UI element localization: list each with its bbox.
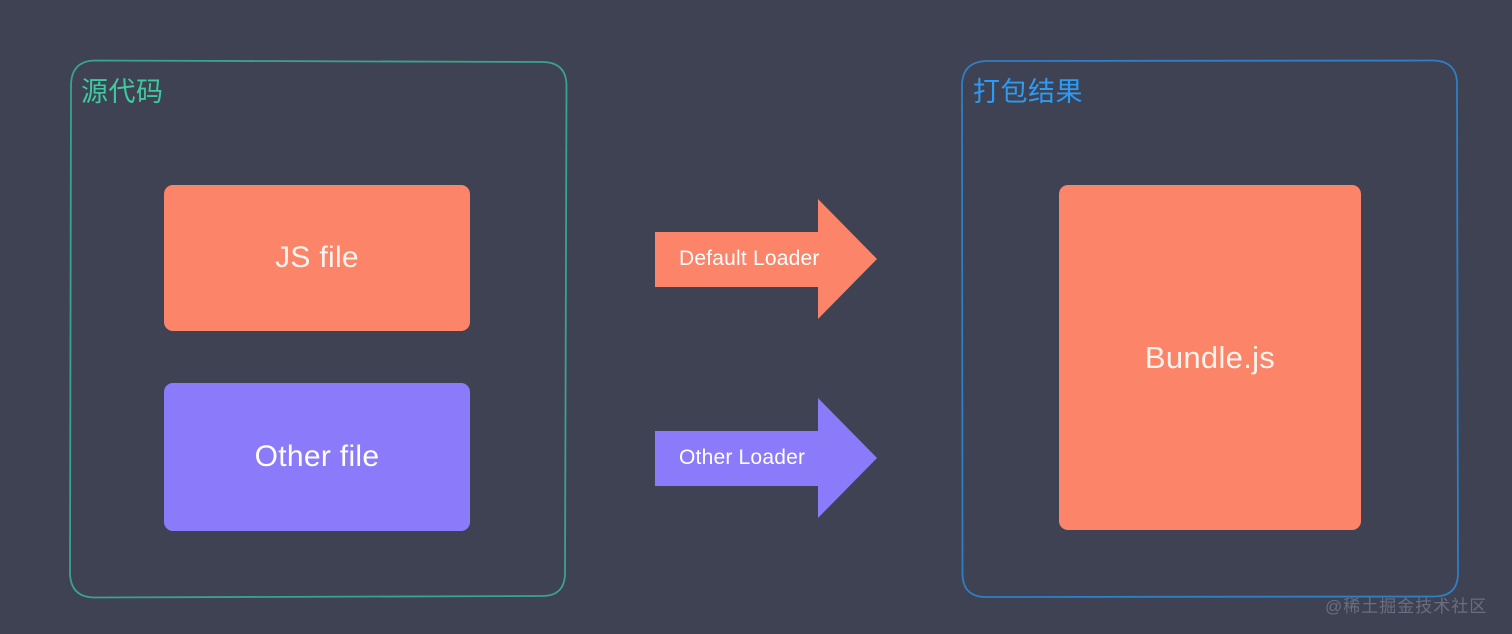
bundle-result-group-label: 打包结果 — [973, 77, 1083, 107]
source-code-group-border — [69, 59, 568, 599]
bundle-result-group: 打包结果 — [960, 59, 1460, 599]
source-code-group-label: 源代码 — [81, 77, 164, 107]
bundle-js-label: Bundle.js — [1144, 340, 1276, 375]
source-code-group: 源代码 — [68, 59, 568, 599]
other-file-label: Other file — [254, 440, 380, 473]
other-loader-arrow-shape — [655, 398, 877, 518]
other-loader-arrow[interactable]: Other Loader — [655, 398, 877, 518]
js-file-box[interactable]: JS file — [164, 185, 470, 331]
watermark: @稀土掘金技术社区 — [1325, 597, 1488, 616]
bundle-js-box[interactable]: Bundle.js — [1059, 185, 1361, 530]
other-file-box[interactable]: Other file — [164, 383, 470, 531]
js-file-label: JS file — [275, 241, 359, 274]
default-loader-arrow[interactable]: Default Loader — [655, 199, 877, 319]
bundle-result-group-border — [961, 59, 1459, 598]
default-loader-arrow-shape — [655, 199, 877, 319]
